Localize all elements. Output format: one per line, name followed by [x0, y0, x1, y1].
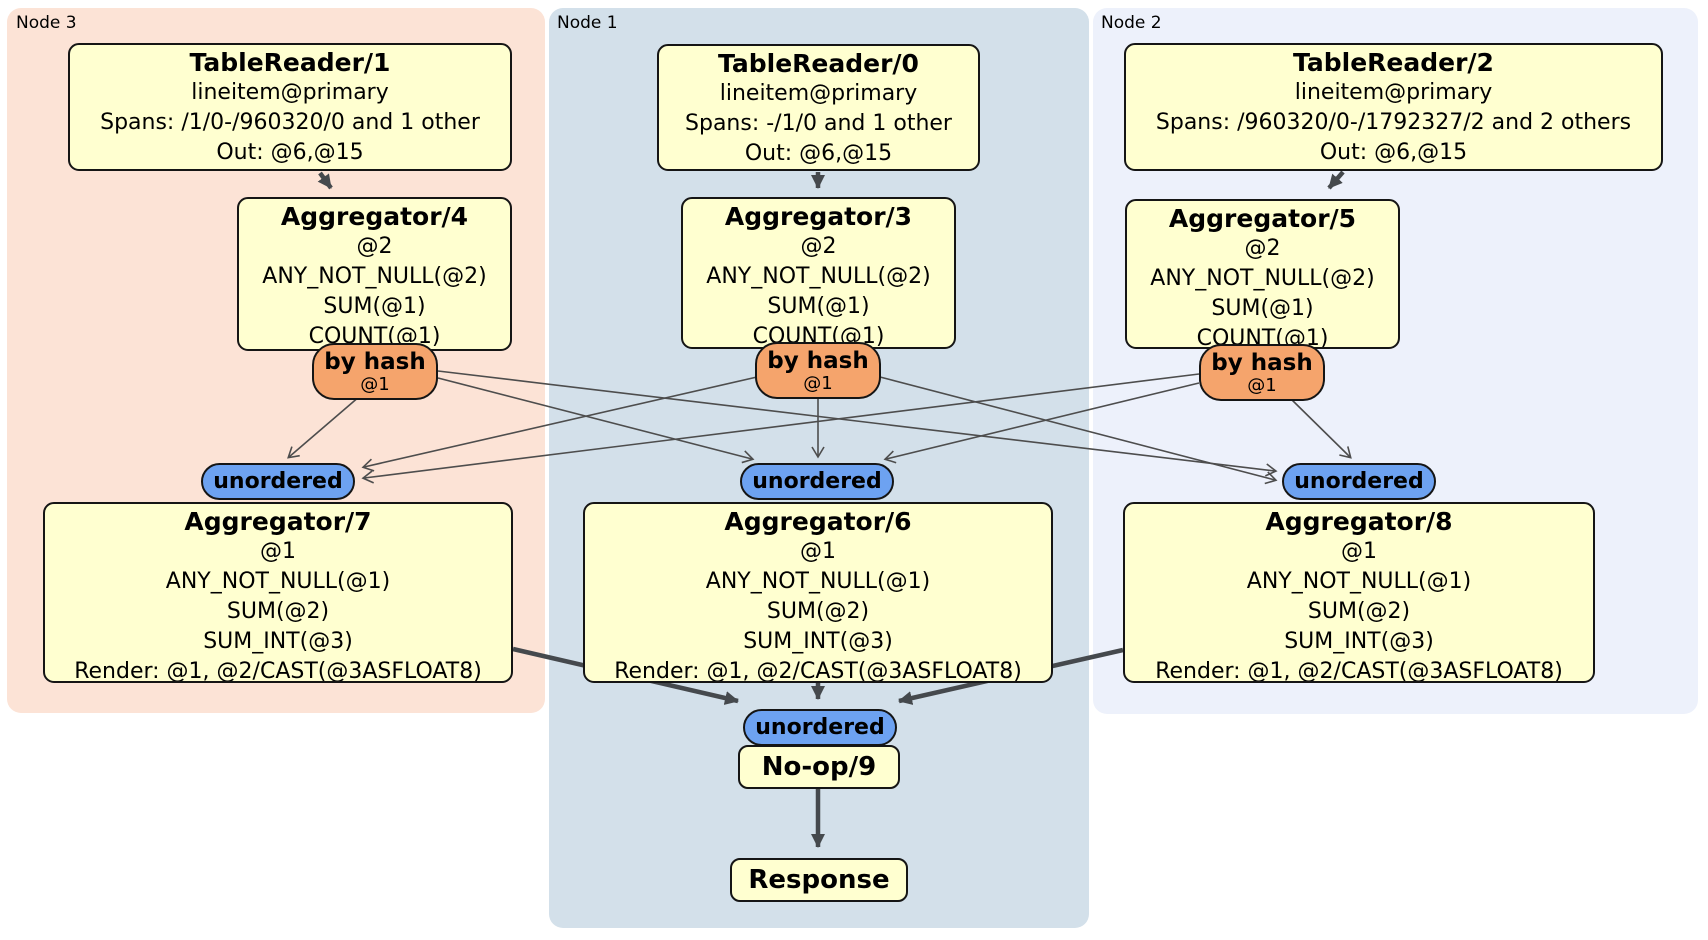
- aggregator-8-box: Aggregator/8 @1 ANY_NOT_NULL(@1) SUM(@2)…: [1123, 502, 1595, 683]
- spans-line: Spans: /1/0-/960320/0 and 1 other: [100, 110, 480, 135]
- group-line: @1: [260, 539, 296, 564]
- processor-title: TableReader/1: [189, 48, 391, 77]
- index-line: lineitem@primary: [719, 81, 918, 106]
- processor-title: Aggregator/8: [1265, 507, 1453, 536]
- render-line: Render: @1, @2/CAST(@3ASFLOAT8): [1155, 659, 1563, 683]
- func-line: SUM(@1): [323, 294, 426, 319]
- edge-hash1-to-stream2: [879, 376, 1278, 485]
- stream-unordered-final: unordered: [743, 709, 897, 746]
- stream-label: unordered: [1294, 469, 1424, 494]
- node-2-label: Node 2: [1101, 13, 1162, 33]
- aggregator-7-box: Aggregator/7 @1 ANY_NOT_NULL(@1) SUM(@2)…: [43, 502, 513, 683]
- func-line: SUM_INT(@3): [743, 629, 893, 654]
- router-key: @1: [1247, 374, 1277, 396]
- render-line: Render: @1, @2/CAST(@3ASFLOAT8): [614, 659, 1022, 683]
- processor-title: TableReader/2: [1293, 48, 1494, 77]
- func-line: COUNT(@1): [1196, 326, 1329, 349]
- stream-label: unordered: [755, 715, 885, 740]
- table-reader-0-box: TableReader/0 lineitem@primary Spans: -/…: [657, 44, 980, 171]
- aggregator-3-box: Aggregator/3 @2 ANY_NOT_NULL(@2) SUM(@1)…: [681, 197, 956, 349]
- edge-hash1-to-stream3: [361, 376, 758, 472]
- func-line: ANY_NOT_NULL(@2): [706, 264, 931, 289]
- router-key: @1: [360, 373, 390, 395]
- stream-unordered-1: unordered: [740, 463, 894, 500]
- func-line: ANY_NOT_NULL(@1): [1246, 569, 1472, 594]
- processor-title: Aggregator/5: [1168, 204, 1357, 233]
- func-line: SUM(@1): [767, 294, 870, 319]
- edge-hash3-to-stream1: [437, 377, 755, 464]
- aggregator-6-box: Aggregator/6 @1 ANY_NOT_NULL(@1) SUM(@2)…: [583, 502, 1053, 683]
- edge-hash3-to-stream2: [437, 370, 1278, 477]
- func-line: SUM_INT(@3): [1284, 629, 1434, 654]
- node-1-label: Node 1: [557, 13, 618, 33]
- func-line: SUM(@2): [226, 599, 330, 624]
- hash-router-3: by hash @1: [312, 343, 438, 400]
- aggregator-5-box: Aggregator/5 @2 ANY_NOT_NULL(@2) SUM(@1)…: [1125, 199, 1400, 349]
- edge-hash3-to-stream3: [287, 395, 361, 459]
- render-line: Render: @1, @2/CAST(@3ASFLOAT8): [74, 659, 482, 683]
- table-reader-1-box: TableReader/1 lineitem@primary Spans: /1…: [68, 43, 512, 171]
- processor-title: Aggregator/3: [724, 202, 913, 231]
- router-label: by hash: [767, 347, 869, 374]
- func-line: SUM(@2): [1307, 599, 1411, 624]
- router-label: by hash: [1211, 349, 1313, 376]
- edge-tablereader2-to-aggregator5: [1327, 170, 1345, 190]
- stream-label: unordered: [752, 469, 882, 494]
- hash-router-2: by hash @1: [1199, 344, 1325, 401]
- hash-router-1: by hash @1: [755, 342, 881, 399]
- stream-unordered-2: unordered: [1282, 463, 1436, 500]
- router-label: by hash: [324, 348, 426, 375]
- edge-hash2-to-stream2: [1289, 397, 1352, 459]
- spans-line: Spans: -/1/0 and 1 other: [685, 111, 952, 136]
- spans-line: Spans: /960320/0-/1792327/2 and 2 others: [1155, 110, 1632, 135]
- func-line: ANY_NOT_NULL(@2): [262, 264, 487, 289]
- index-line: lineitem@primary: [191, 80, 389, 105]
- func-line: COUNT(@1): [752, 324, 885, 349]
- index-line: lineitem@primary: [1294, 80, 1493, 105]
- func-line: SUM(@2): [766, 599, 870, 624]
- group-line: @2: [356, 234, 393, 259]
- group-line: @2: [1244, 236, 1281, 261]
- processor-title: Response: [748, 865, 890, 895]
- func-line: ANY_NOT_NULL(@1): [705, 569, 931, 594]
- processor-title: No-op/9: [761, 752, 877, 782]
- func-line: ANY_NOT_NULL(@2): [1150, 266, 1375, 291]
- out-line: Out: @6,@15: [744, 141, 893, 166]
- response-box: Response: [730, 858, 908, 902]
- stream-label: unordered: [213, 469, 343, 494]
- stream-unordered-3: unordered: [201, 463, 355, 500]
- edge-hash2-to-stream1: [883, 382, 1200, 464]
- out-line: Out: @6,@15: [216, 140, 364, 165]
- table-reader-2-box: TableReader/2 lineitem@primary Spans: /9…: [1124, 43, 1663, 171]
- processor-title: Aggregator/4: [280, 202, 469, 231]
- group-line: @2: [800, 234, 837, 259]
- out-line: Out: @6,@15: [1319, 140, 1468, 165]
- aggregator-4-box: Aggregator/4 @2 ANY_NOT_NULL(@2) SUM(@1)…: [237, 197, 512, 351]
- group-line: @1: [1341, 539, 1377, 564]
- router-key: @1: [803, 372, 833, 394]
- processor-title: Aggregator/7: [184, 507, 372, 536]
- func-line: SUM(@1): [1211, 296, 1314, 321]
- func-line: ANY_NOT_NULL(@1): [165, 569, 391, 594]
- group-line: @1: [800, 539, 836, 564]
- node-3-label: Node 3: [16, 13, 77, 33]
- edge-tablereader1-to-aggregator4: [317, 171, 333, 190]
- func-line: SUM_INT(@3): [203, 629, 353, 654]
- edge-hash2-to-stream3: [361, 373, 1200, 484]
- no-op-box: No-op/9: [738, 745, 900, 789]
- processor-title: TableReader/0: [718, 49, 919, 78]
- processor-title: Aggregator/6: [724, 507, 912, 536]
